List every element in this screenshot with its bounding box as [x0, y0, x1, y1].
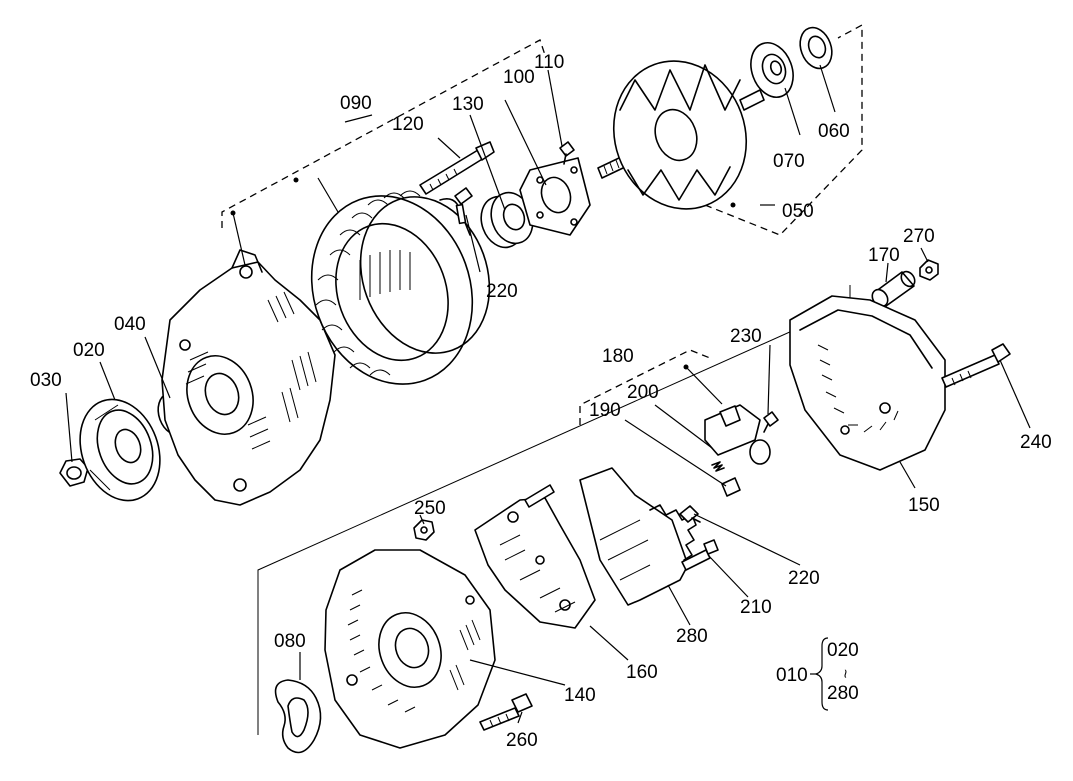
callout-260: 260 — [506, 730, 538, 751]
bolt-260 — [479, 693, 533, 731]
callout-110: 110 — [534, 52, 564, 73]
group-140-280-outline — [257, 285, 851, 735]
callout-030: 030 — [30, 370, 62, 391]
callout-020: 020 — [73, 340, 105, 361]
collar-060 — [799, 26, 833, 70]
callout-220-upper: 220 — [486, 281, 518, 302]
callout-250: 250 — [414, 498, 446, 519]
group-090-outline — [221, 39, 546, 228]
stator-090 — [310, 190, 491, 385]
bearing-130 — [480, 191, 534, 249]
front-housing — [161, 249, 336, 506]
callout-220-lower: 220 — [788, 568, 820, 589]
callout-060: 060 — [818, 121, 850, 142]
retainer-plate-100 — [519, 157, 591, 236]
screw-220-lower — [679, 505, 701, 523]
callout-050: 050 — [782, 201, 814, 222]
group-050-outline — [704, 23, 863, 236]
callout-230: 230 — [730, 326, 762, 347]
callout-190: 190 — [589, 400, 621, 421]
callout-240: 240 — [1020, 432, 1052, 453]
callout-200: 200 — [627, 382, 659, 403]
nut-270 — [919, 259, 939, 281]
bearing-070 — [750, 42, 794, 98]
screw-220-upper — [454, 187, 473, 225]
brush-holder-200 — [704, 404, 771, 465]
callout-070: 070 — [773, 151, 805, 172]
regulator-280 — [579, 467, 697, 606]
callout-040: 040 — [114, 314, 146, 335]
callout-010: 010 — [776, 665, 808, 686]
callout-270: 270 — [903, 226, 935, 247]
rear-housing-140 — [324, 549, 496, 749]
rotor-050 — [597, 60, 765, 210]
callout-180: 180 — [602, 346, 634, 367]
callout-170: 170 — [868, 245, 900, 266]
callout-140: 140 — [564, 685, 596, 706]
range-from: 020 — [827, 640, 859, 661]
rectifier-160 — [474, 484, 596, 629]
callout-130: 130 — [452, 94, 484, 115]
callout-090: 090 — [340, 93, 372, 114]
range-tilde: ~ — [836, 669, 853, 678]
callout-dots — [230, 177, 736, 370]
screw-210 — [681, 539, 719, 571]
callout-080: 080 — [274, 631, 306, 652]
callout-210: 210 — [740, 597, 772, 618]
rear-cover-150 — [789, 295, 946, 471]
callout-280: 280 — [676, 626, 708, 647]
callout-120: 120 — [392, 114, 424, 135]
screw-230 — [763, 411, 779, 433]
screw-110 — [559, 141, 575, 165]
callout-100: 100 — [503, 67, 535, 88]
spring-brush-190 — [711, 461, 741, 497]
pulley-020 — [79, 398, 161, 502]
callout-150: 150 — [908, 495, 940, 516]
range-to: 280 — [827, 683, 859, 704]
leader-lines — [65, 64, 1031, 724]
bolt-240 — [941, 343, 1011, 388]
through-bolt-120 — [419, 141, 495, 195]
callout-160: 160 — [626, 662, 658, 683]
seal-080 — [274, 679, 322, 754]
